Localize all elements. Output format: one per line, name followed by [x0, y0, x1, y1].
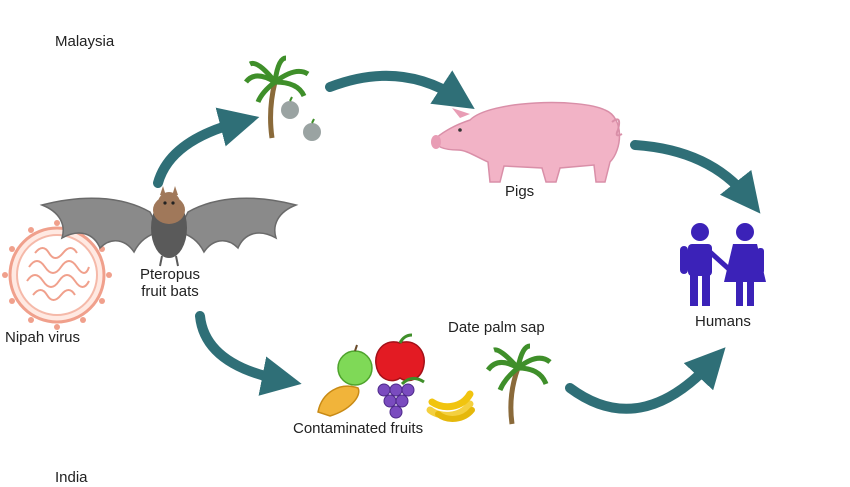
nipah-virus-icon — [2, 220, 112, 330]
arrow-pigs-to-humans — [630, 140, 761, 214]
arrow-bats-to-fruits — [195, 311, 302, 396]
fruit-bat-icon — [39, 186, 299, 267]
nipah-virus-label: Nipah virus — [5, 329, 81, 346]
date-palm-icon — [485, 343, 552, 425]
fruit-bats-label-line2: fruit bats — [141, 283, 199, 300]
fruit-bats-label-line1: Pteropus — [139, 266, 201, 283]
humans-icon — [680, 223, 766, 306]
contaminated-fruits-label: Contaminated fruits — [293, 420, 424, 437]
fruits-icon — [317, 333, 475, 422]
humans-label: Humans — [695, 313, 751, 330]
region-label-malaysia: Malaysia — [55, 33, 115, 50]
date-palm-sap-label: Date palm sap — [448, 319, 545, 336]
pigs-label: Pigs — [505, 183, 535, 200]
arrow-sap-to-humans — [565, 347, 726, 414]
fruit-bats-label: Pteropus fruit bats — [120, 266, 220, 300]
region-label-india: India — [55, 469, 88, 486]
pig-icon — [431, 101, 623, 183]
arrow-bats-to-palm — [153, 107, 260, 188]
palm-tree-icon — [244, 55, 321, 141]
arrow-palm-to-pigs — [325, 70, 475, 109]
